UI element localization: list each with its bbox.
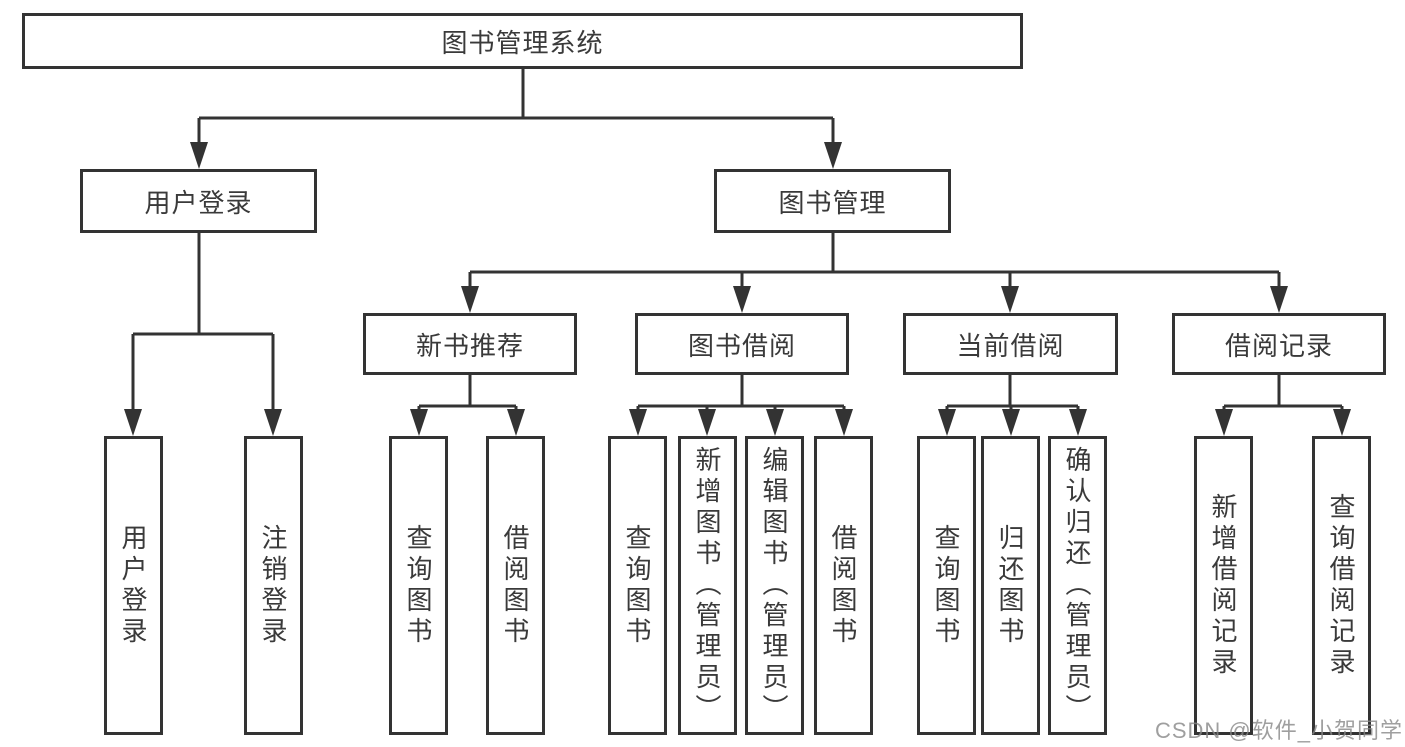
leaf-add-borrow-record: 新增借阅记录 [1194,436,1253,735]
arrow-down-icon [1215,409,1233,436]
arrow-down-icon [938,409,956,436]
node-book-management: 图书管理 [714,169,951,233]
connector-line [197,69,835,144]
node-user-login: 用户登录 [80,169,317,233]
leaf-query-books-recommend: 查询图书 [389,436,448,735]
connector-root-to-level2 [190,69,842,169]
leaf-logout: 注销登录 [244,436,303,735]
csdn-watermark: CSDN @软件_小贺同学 [1154,718,1403,743]
connector-current-borrow-to-leaves [938,375,1087,436]
arrow-down-icon [629,409,647,436]
arrow-down-icon [124,409,142,436]
node-new-book-recommend: 新书推荐 [363,313,577,375]
arrow-down-icon [1001,286,1019,313]
arrow-down-icon [264,409,282,436]
leaf-user-login: 用户登录 [104,436,163,735]
arrow-down-icon [1002,409,1020,436]
connector-line [468,233,1281,288]
arrow-down-icon [190,142,208,169]
connector-line [636,375,846,411]
arrow-down-icon [698,409,716,436]
arrow-down-icon [1069,409,1087,436]
arrow-down-icon [733,286,751,313]
leaf-add-books-admin: 新增图书（管理员） [678,436,737,735]
leaf-query-borrow-record: 查询借阅记录 [1312,436,1371,735]
connector-borrow-records-to-leaves [1215,375,1351,436]
arrow-down-icon [835,409,853,436]
connector-book-borrow-to-leaves [629,375,853,436]
node-library-management-system: 图书管理系统 [22,13,1023,69]
leaf-borrow-books: 借阅图书 [814,436,873,735]
leaf-edit-books-admin: 编辑图书（管理员） [745,436,804,735]
arrow-down-icon [1333,409,1351,436]
connector-line [945,375,1080,411]
connector-new-book-to-leaves [410,375,525,436]
node-current-borrow: 当前借阅 [903,313,1118,375]
arrow-down-icon [824,142,842,169]
connector-line [417,375,518,411]
leaf-query-books-borrow: 查询图书 [608,436,667,735]
connector-user-login-to-leaves [124,233,282,436]
connector-line [131,233,275,411]
connector-line [1222,375,1344,411]
arrow-down-icon [1270,286,1288,313]
arrow-down-icon [410,409,428,436]
node-borrow-records: 借阅记录 [1172,313,1386,375]
connector-book-management-to-sections [461,233,1288,313]
node-book-borrow: 图书借阅 [635,313,849,375]
arrow-down-icon [461,286,479,313]
arrow-down-icon [507,409,525,436]
leaf-return-books: 归还图书 [981,436,1040,735]
leaf-confirm-return-admin: 确认归还（管理员） [1048,436,1107,735]
leaf-query-books-current: 查询图书 [917,436,976,735]
arrow-down-icon [766,409,784,436]
leaf-borrow-books-recommend: 借阅图书 [486,436,545,735]
